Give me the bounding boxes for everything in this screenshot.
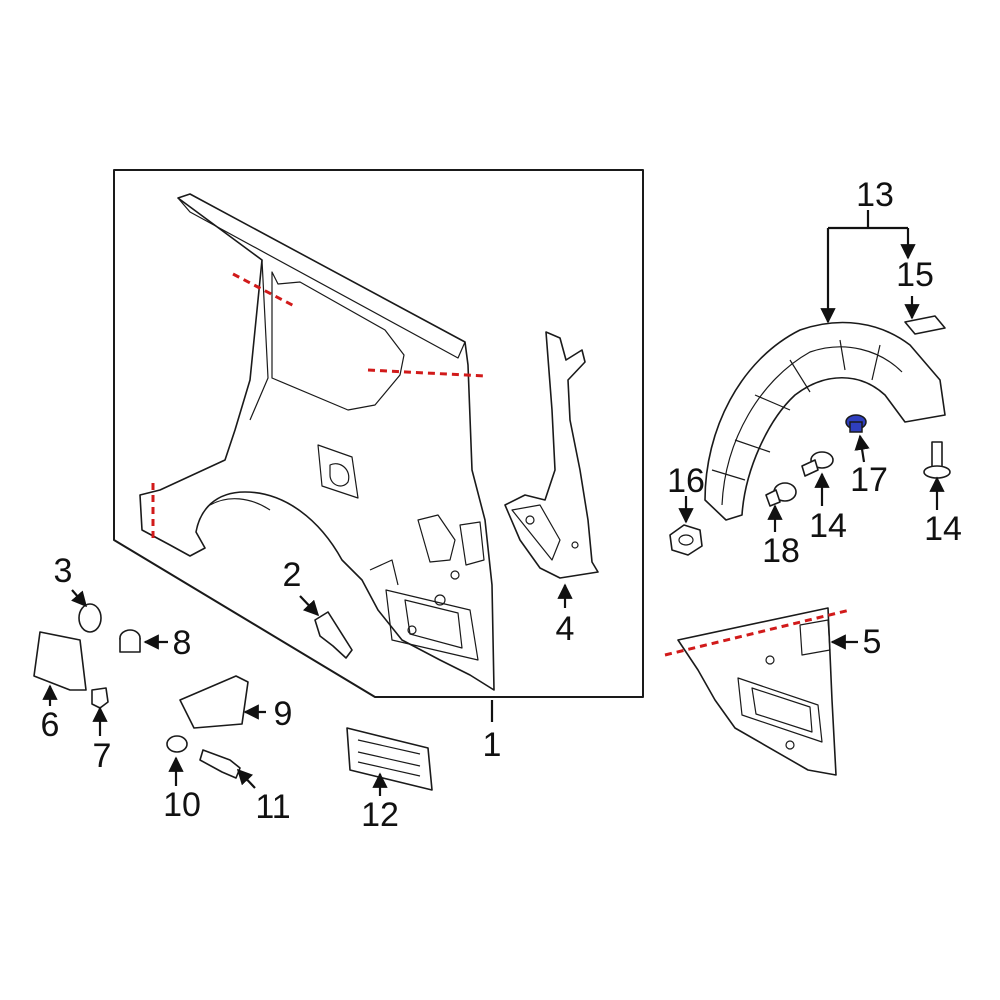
bolt-14-right[interactable] <box>923 441 951 479</box>
bolt-14-left[interactable] <box>801 451 834 477</box>
callout-4: 4 <box>556 610 575 648</box>
fender-liner[interactable] <box>704 321 946 521</box>
callout-2: 2 <box>283 556 302 594</box>
callout-13: 13 <box>856 176 894 214</box>
callout-15: 15 <box>896 256 934 294</box>
leader-lines <box>42 210 945 796</box>
callout-6: 6 <box>41 706 60 744</box>
pressure-vent-12[interactable] <box>346 727 433 791</box>
bumper-8[interactable] <box>119 629 141 653</box>
actuator-11[interactable] <box>199 749 241 779</box>
group-1-frame <box>113 169 644 698</box>
callout-11: 11 <box>255 788 290 826</box>
callout-16: 16 <box>667 462 705 500</box>
liner-clip[interactable] <box>904 315 946 335</box>
nut-16[interactable] <box>669 524 703 556</box>
quarter-panel[interactable] <box>139 193 495 691</box>
bracket-2[interactable] <box>314 611 353 659</box>
callout-14-left: 14 <box>809 507 847 545</box>
inner-pillar-panel[interactable] <box>504 331 599 579</box>
fuel-door-6[interactable] <box>33 631 87 691</box>
callout-10: 10 <box>163 786 201 824</box>
callout-1: 1 <box>483 726 502 764</box>
fuel-filler-housing-9[interactable] <box>179 675 249 729</box>
wheelhouse-inner-panel[interactable] <box>677 607 837 776</box>
push-pin-retainer-highlighted[interactable] <box>845 414 867 433</box>
grommet-10[interactable] <box>166 735 188 753</box>
callout-12: 12 <box>361 796 399 834</box>
callout-8: 8 <box>173 624 192 662</box>
callout-9: 9 <box>274 695 293 733</box>
callout-17: 17 <box>850 461 888 499</box>
callout-14-right: 14 <box>924 510 962 548</box>
cut-line-pillar <box>367 368 486 378</box>
callout-7: 7 <box>93 737 112 775</box>
callout-3: 3 <box>54 552 73 590</box>
cut-line-wheelhouse <box>664 608 851 657</box>
callout-5: 5 <box>863 623 882 661</box>
bolt-18[interactable] <box>765 482 797 507</box>
o-ring-3[interactable] <box>78 603 102 633</box>
fuel-door-hinge-7[interactable] <box>91 687 109 709</box>
callout-18: 18 <box>762 532 800 570</box>
